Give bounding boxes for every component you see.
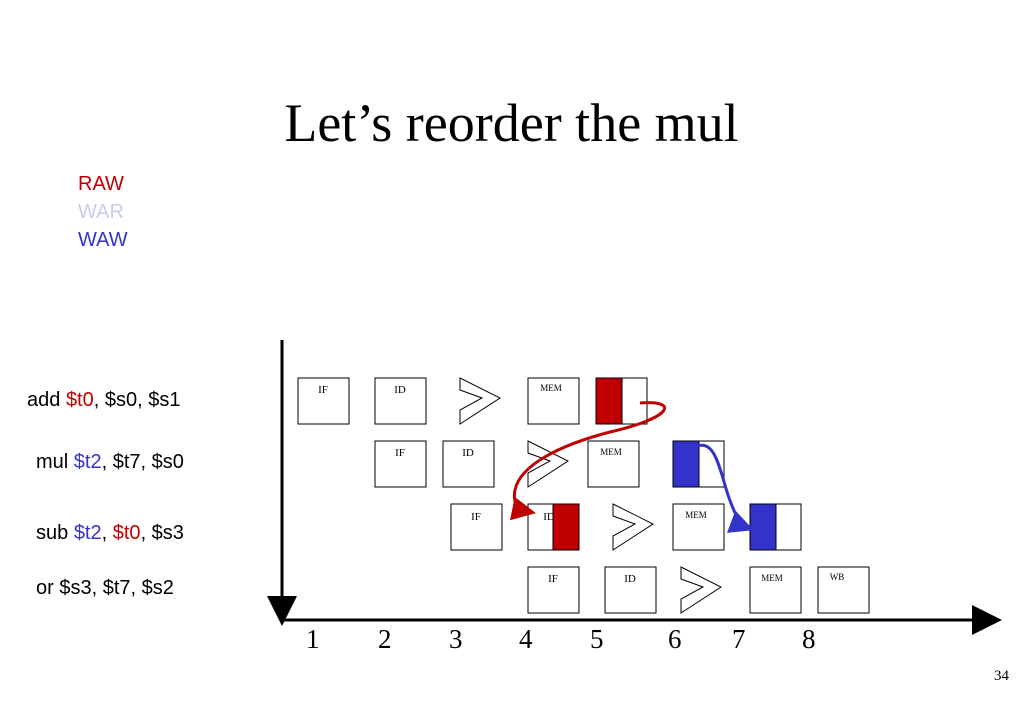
raw-highlight xyxy=(552,503,580,551)
ex-stage-shape xyxy=(612,503,655,551)
cycle-label: 4 xyxy=(519,624,533,654)
stage-mem xyxy=(749,566,802,614)
legend-raw: RAW xyxy=(78,173,124,195)
cycle-label: 6 xyxy=(668,624,682,654)
instr-part: sub xyxy=(36,522,74,544)
stage-mem xyxy=(672,503,725,551)
stage-id xyxy=(604,566,657,614)
stage-label: ID xyxy=(394,384,406,396)
stage-label: IF xyxy=(548,573,558,585)
instr-part: mul xyxy=(36,451,74,473)
instruction-mul: mul $t2, $t7, $s0 xyxy=(36,451,184,474)
waw-highlight xyxy=(749,503,777,551)
pipeline-row-add: IF ID MEM xyxy=(297,377,648,425)
cycle-label: 2 xyxy=(378,624,392,654)
stage-label: MEM xyxy=(600,447,622,457)
stage-label: IF xyxy=(395,447,405,459)
instr-part: , $s3 xyxy=(140,522,184,544)
instr-part: , xyxy=(101,522,113,544)
instr-part: $t2 xyxy=(73,522,102,544)
instruction-add: add $t0, $s0, $s1 xyxy=(27,389,180,412)
stage-mem xyxy=(527,377,580,425)
cycle-label: 5 xyxy=(590,624,604,654)
cycle-label: 8 xyxy=(802,624,816,654)
stage-label: ID xyxy=(624,573,636,585)
legend-waw: WAW xyxy=(78,229,128,251)
stage-id xyxy=(442,440,495,488)
instr-part: add xyxy=(27,389,66,411)
stage-if xyxy=(374,440,427,488)
slide-title: Let’s reorder the mul xyxy=(284,93,739,153)
stage-label: MEM xyxy=(685,510,707,520)
ex-stage-shape xyxy=(680,566,723,614)
stage-label: ID xyxy=(462,447,474,459)
stage-label: MEM xyxy=(761,573,783,583)
stage-mem xyxy=(587,440,640,488)
instruction-or: or $s3, $t7, $s2 xyxy=(36,577,174,600)
waw-highlight xyxy=(672,440,700,488)
instr-part: , $s0, $s1 xyxy=(93,389,181,411)
hazard-legend: RAW WAR WAW xyxy=(78,170,128,254)
instr-part: $t0 xyxy=(112,522,141,544)
stage-label: IF xyxy=(471,511,481,523)
instr-part: , $t7, $s0 xyxy=(101,451,184,473)
raw-highlight xyxy=(595,377,623,425)
stage-if xyxy=(527,566,580,614)
instr-part: $t0 xyxy=(65,389,94,411)
legend-war: WAR xyxy=(78,201,124,223)
page-number: 34 xyxy=(994,668,1009,684)
cycle-label: 1 xyxy=(306,624,320,654)
stage-label: MEM xyxy=(540,383,562,393)
ex-stage-shape xyxy=(527,440,570,488)
instruction-sub: sub $t2, $t0, $s3 xyxy=(36,522,184,545)
instr-part: $t2 xyxy=(73,451,102,473)
ex-stage-shape xyxy=(459,377,502,425)
stage-label: IF xyxy=(318,384,328,396)
stage-label: ID xyxy=(543,511,555,523)
pipeline-row-or: IF ID MEM WB xyxy=(527,566,870,614)
stage-id xyxy=(374,377,427,425)
pipeline-row-sub: IF ID MEM xyxy=(450,503,802,551)
stage-if xyxy=(297,377,350,425)
stage-if xyxy=(450,503,503,551)
instr-part: or $s3, $t7, $s2 xyxy=(36,577,174,599)
stage-label: WB xyxy=(830,572,845,582)
waw-dependency-arrow xyxy=(697,443,754,533)
cycle-label: 3 xyxy=(449,624,463,654)
raw-dependency-arrow xyxy=(509,401,667,521)
stage-wb xyxy=(817,566,870,614)
cycle-label: 7 xyxy=(732,624,746,654)
pipeline-row-mul: IF ID MEM xyxy=(374,440,725,488)
